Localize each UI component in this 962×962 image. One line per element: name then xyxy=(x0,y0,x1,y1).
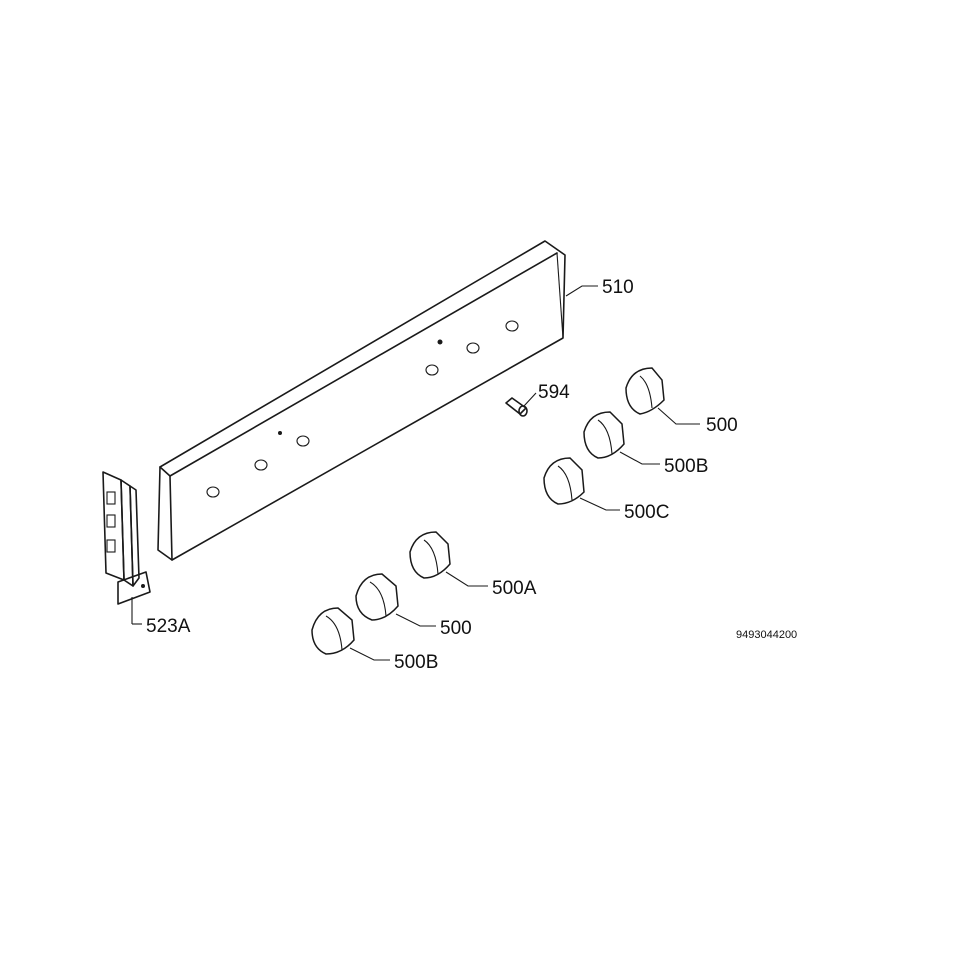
knob-right-1 xyxy=(625,367,700,425)
label-500b-left: 500B xyxy=(394,652,438,673)
knob-right-2 xyxy=(583,411,660,465)
label-500-right: 500 xyxy=(706,415,738,436)
label-523a: 523A xyxy=(146,616,191,637)
label-510: 510 xyxy=(602,277,634,298)
screw-594 xyxy=(505,392,537,417)
label-500a: 500A xyxy=(492,578,537,599)
bracket-523a xyxy=(102,471,151,625)
label-594: 594 xyxy=(538,382,570,403)
label-500c: 500C xyxy=(624,502,669,523)
knob-left-3 xyxy=(311,607,390,661)
knob-right-3 xyxy=(543,457,620,511)
label-500b-right: 500B xyxy=(664,456,708,477)
leader-510 xyxy=(565,285,598,297)
panel-holes xyxy=(206,320,519,498)
control-panel-510 xyxy=(157,240,566,561)
label-500-left: 500 xyxy=(440,618,472,639)
drawing-code: 9493044200 xyxy=(736,629,797,641)
knob-left-1 xyxy=(409,531,488,587)
knob-left-2 xyxy=(355,573,436,627)
